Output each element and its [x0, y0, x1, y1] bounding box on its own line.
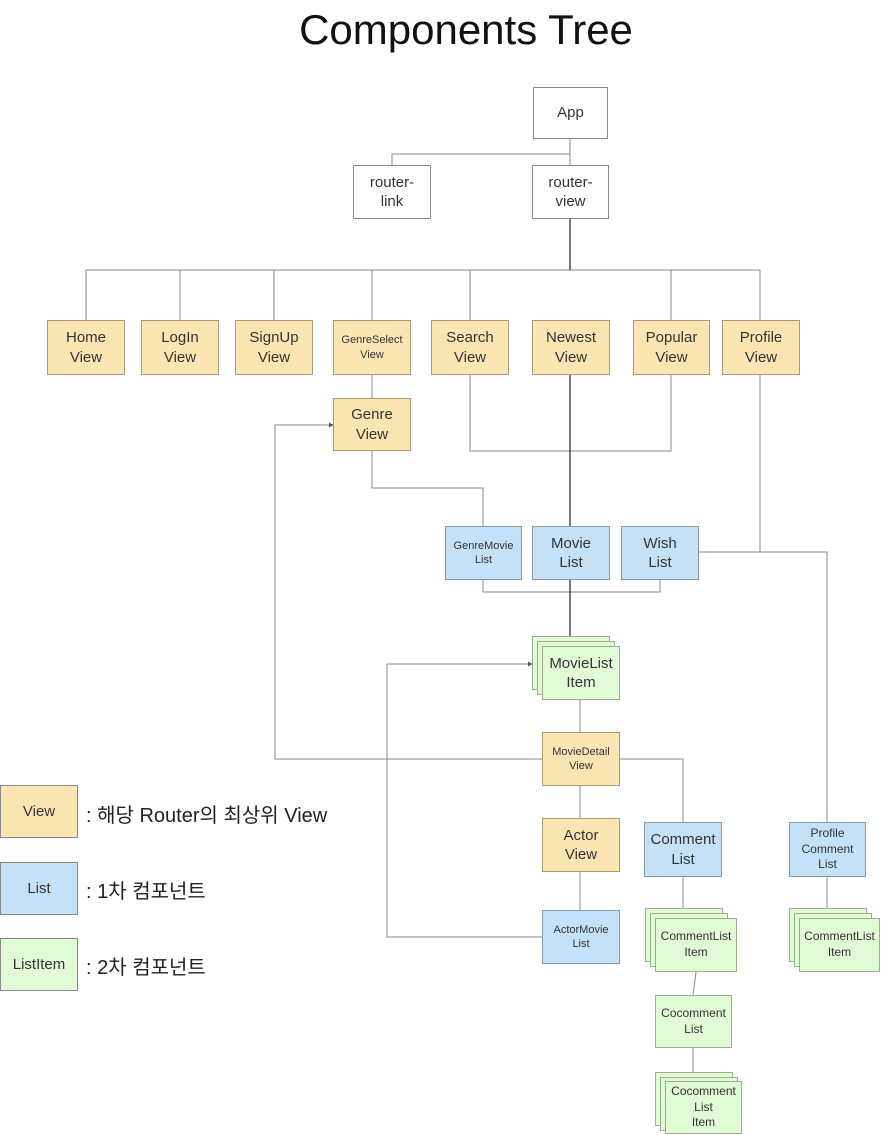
node-router-link: router- link [353, 165, 431, 219]
legend-list-text: : 1차 컴포넌트 [86, 881, 206, 903]
edge-detail-genre [274, 422, 542, 760]
edge-app-router-link [391, 153, 570, 165]
node-wish-list: Wish List [621, 526, 699, 580]
node-cocomment-list: Cocomment List [655, 995, 732, 1048]
edge-profile-wish [698, 375, 761, 553]
edge-commentitem-cocomment [692, 971, 697, 996]
diagram-title: Components Tree [299, 6, 633, 53]
node-newest-view: Newest View [532, 320, 610, 375]
node-comment-list: Comment List [644, 822, 722, 877]
legend-view-text: : 해당 Router의 최상위 View [86, 805, 328, 827]
node-profile-comment-list-item: CommentList Item [799, 918, 880, 972]
edge-detail-comment [619, 758, 684, 822]
node-profile-view: Profile View [722, 320, 800, 375]
node-movie-detail-view: MovieDetail View [542, 732, 620, 786]
node-profile-comment-list: Profile Comment List [789, 822, 866, 877]
edge-lists-merge [482, 580, 661, 593]
node-comment-list-item: CommentList Item [655, 918, 737, 972]
node-movie-list: Movie List [532, 526, 610, 580]
node-genre-movie-list: GenreMovie List [445, 526, 522, 580]
node-search-view: Search View [431, 320, 509, 375]
node-router-view: router- view [532, 165, 609, 219]
legend-view-swatch: View [0, 785, 78, 838]
edge-actormovie-item [386, 661, 542, 938]
node-popular-view: Popular View [633, 320, 710, 375]
node-genre-view: Genre View [333, 398, 411, 451]
node-genreselect-view: GenreSelect View [333, 320, 411, 375]
node-movie-list-item: MovieList Item [542, 646, 620, 700]
node-actor-view: Actor View [542, 818, 620, 872]
legend-listitem-text: : 2차 컴포넌트 [86, 957, 206, 979]
legend-list-swatch: List [0, 862, 78, 915]
node-home-view: Home View [47, 320, 125, 375]
legend-listitem-swatch: ListItem [0, 938, 78, 991]
edge-profile-profilecomment [760, 551, 828, 822]
node-login-view: LogIn View [141, 320, 219, 375]
node-actor-movie-list: ActorMovie List [542, 910, 620, 964]
edge-genre-genremovie [371, 451, 484, 526]
node-app: App [533, 87, 608, 139]
node-cocomment-list-item: Cocomment List Item [665, 1081, 742, 1134]
node-signup-view: SignUp View [235, 320, 313, 375]
